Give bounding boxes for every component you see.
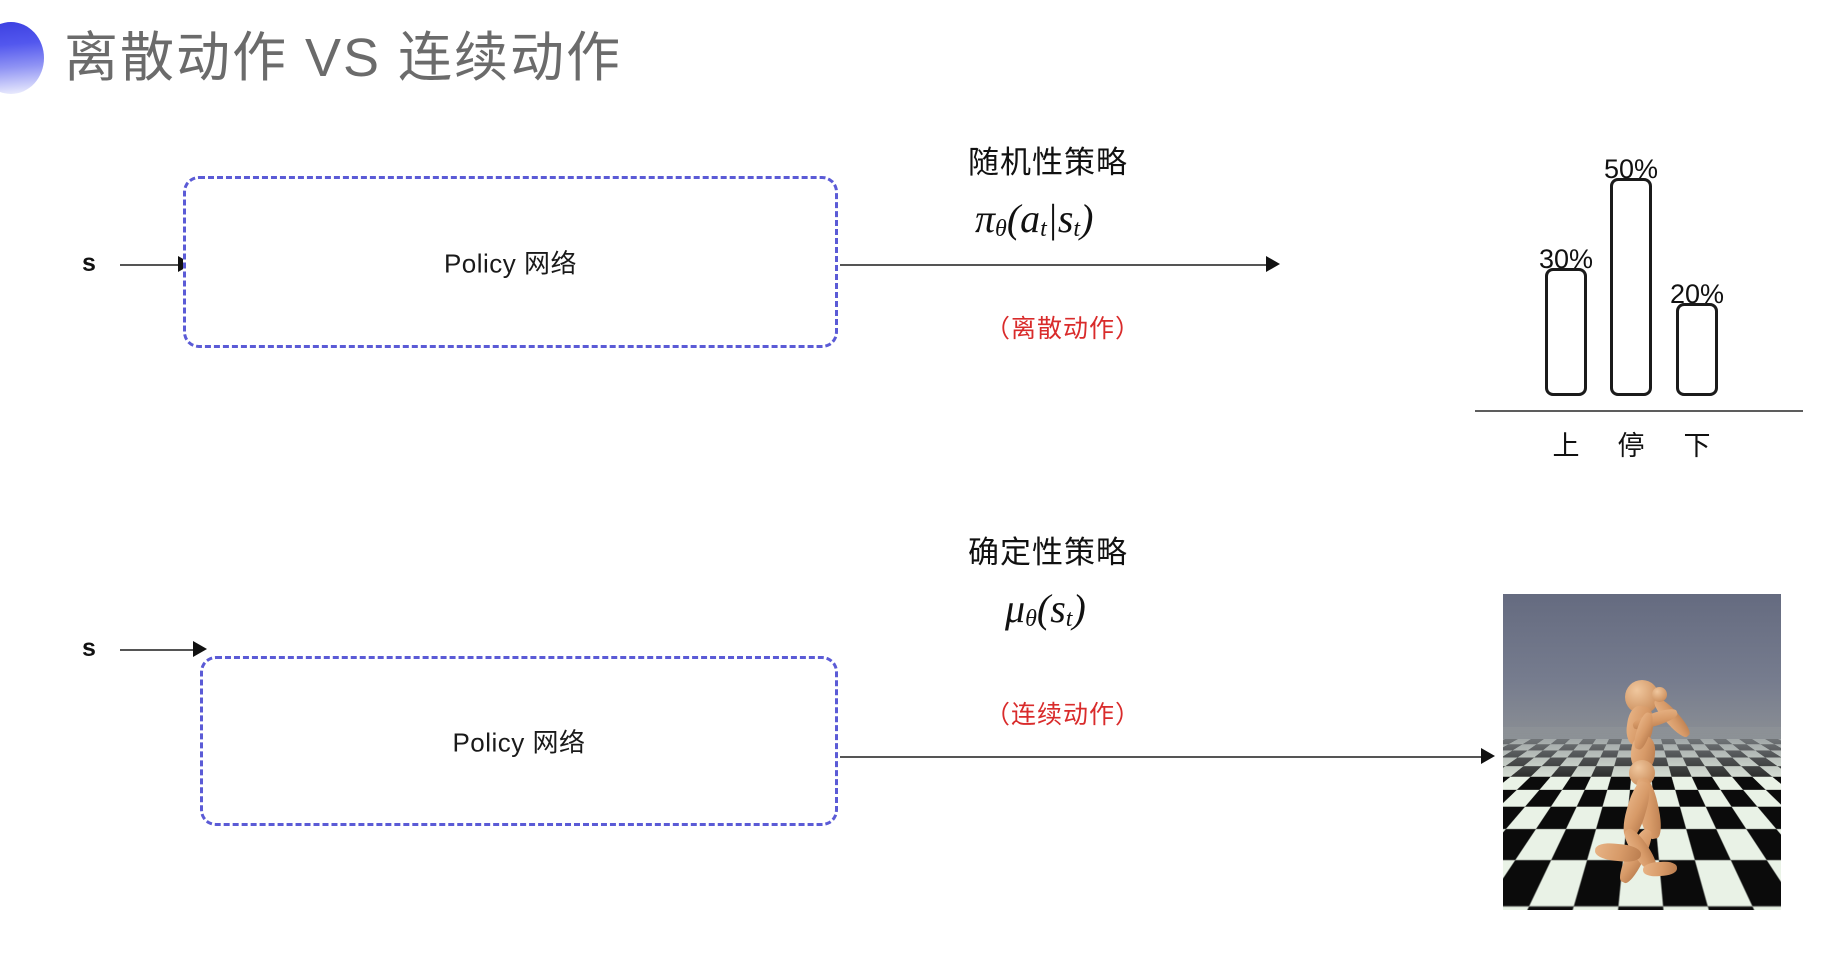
bar-value-down: 20% — [1669, 279, 1725, 309]
bar-down — [1676, 303, 1718, 396]
page-title: 离散动作 VS 连续动作 — [64, 28, 623, 88]
input-arrow-line-discrete — [120, 264, 186, 266]
policy-note-discrete: （离散动作） — [985, 315, 1142, 343]
formula-pi: π — [975, 196, 996, 241]
input-arrow-line-continuous — [120, 649, 200, 651]
gradient-semicircle-icon — [0, 22, 44, 94]
bar-category-up: 上 — [1552, 431, 1580, 461]
formula-state-t: t — [1073, 216, 1081, 242]
bar-chart-baseline — [1475, 410, 1803, 412]
policy-kind-discrete: 随机性策略 — [968, 145, 1128, 180]
humanoid-simulation-image — [1503, 594, 1781, 910]
formula-given-state: |s — [1046, 196, 1074, 241]
bar-stop — [1610, 178, 1652, 396]
formula-theta-2: θ — [1025, 606, 1037, 632]
policy-network-label-continuous: Policy 网络 — [452, 727, 586, 758]
bar-value-stop: 50% — [1603, 154, 1659, 184]
bar-category-stop: 停 — [1617, 431, 1645, 461]
policy-network-label-discrete: Policy 网络 — [443, 248, 578, 279]
formula-open-state: (s — [1036, 586, 1066, 631]
output-arrow-head-continuous — [1481, 748, 1495, 764]
humanoid-hand — [1652, 687, 1667, 702]
output-arrow-head-discrete — [1266, 256, 1280, 272]
formula-mu: μ — [1005, 586, 1026, 631]
policy-network-box-discrete[interactable]: Policy 网络 — [183, 176, 838, 348]
formula-close: ) — [1080, 196, 1094, 241]
formula-theta: θ — [995, 216, 1007, 242]
policy-formula-discrete: πθ(at|st) — [975, 195, 1093, 243]
policy-kind-continuous: 确定性策略 — [968, 535, 1128, 570]
output-arrow-line-continuous — [840, 756, 1485, 758]
action-probability-bar-chart: 30% 50% 20% — [1472, 96, 1812, 396]
formula-state-t-2: t — [1065, 606, 1073, 632]
bar-up — [1545, 268, 1587, 396]
formula-open-action: (a — [1006, 196, 1041, 241]
policy-formula-continuous: μθ(st) — [1005, 585, 1086, 633]
input-state-label-continuous: s — [82, 634, 96, 662]
output-arrow-line-discrete — [840, 264, 1272, 266]
formula-action-t: t — [1040, 216, 1047, 242]
policy-note-continuous: （连续动作） — [985, 701, 1142, 729]
policy-network-box-continuous[interactable]: Policy 网络 — [200, 656, 838, 826]
input-arrow-head-continuous — [193, 641, 207, 657]
formula-close-2: ) — [1072, 586, 1086, 631]
input-state-label-discrete: s — [82, 249, 96, 277]
bar-category-down: 下 — [1683, 431, 1711, 461]
bar-value-up: 30% — [1538, 244, 1594, 274]
